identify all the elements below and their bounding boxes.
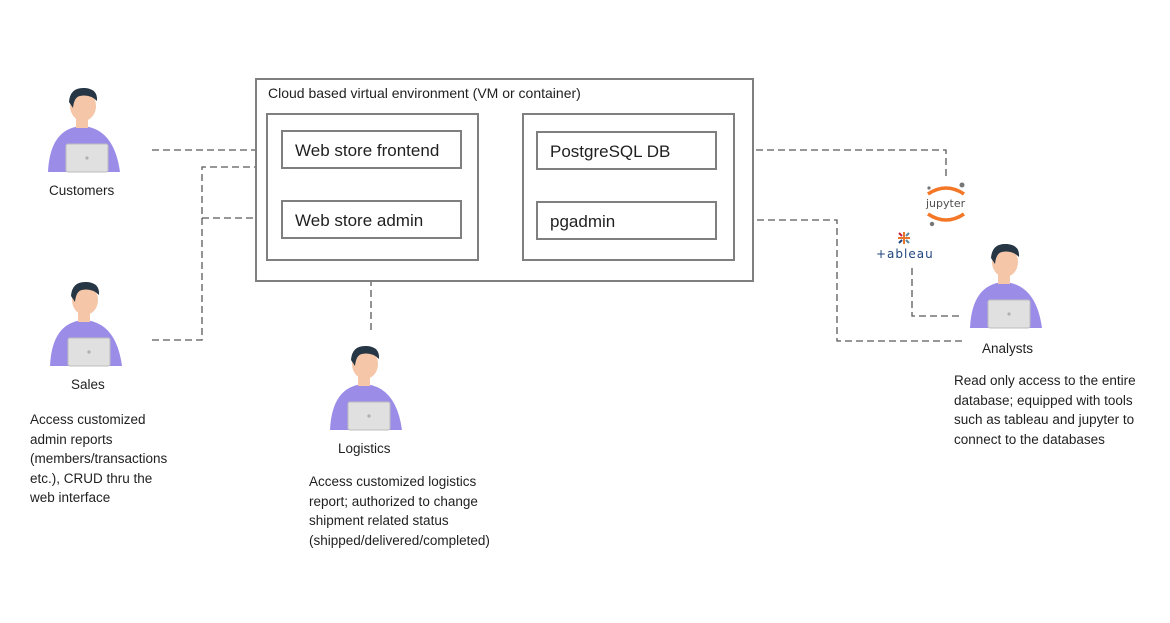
tableau-to-analysts-connector <box>911 268 962 317</box>
analysts-description: Read only access to the entire database;… <box>954 373 1136 447</box>
postgresql-db-box: PostgreSQL DB <box>536 131 717 170</box>
postgresql-db-label: PostgreSQL DB <box>550 142 671 161</box>
pgadmin-label: pgadmin <box>550 212 616 231</box>
pgadmin-box: pgadmin <box>536 201 717 240</box>
web-store-admin-box: Web store admin <box>281 200 462 239</box>
jupyter-wordmark: jupyter <box>926 197 966 210</box>
web-store-admin-label: Web store admin <box>295 211 424 230</box>
sales-to-frontend-connector <box>152 163 278 341</box>
cloud-environment-title: Cloud based virtual environment (VM or c… <box>268 85 581 101</box>
tableau-logo: +ableau <box>872 230 936 264</box>
sales-person-icon <box>50 281 122 367</box>
logistics-person-icon <box>330 345 402 431</box>
sales-label: Sales <box>71 377 105 392</box>
analysts-label: Analysts <box>982 341 1034 356</box>
logistics-label: Logistics <box>338 441 391 456</box>
jupyter-logo: jupyter <box>920 180 972 228</box>
tableau-wordmark: +ableau <box>876 247 934 261</box>
analysts-person-icon <box>970 243 1042 329</box>
web-store-frontend-box: Web store frontend <box>281 130 462 169</box>
jupyter-icon <box>927 182 965 227</box>
web-store-frontend-label: Web store frontend <box>295 141 440 160</box>
sales-description: Access customized admin reports (members… <box>30 412 168 505</box>
customers-label: Customers <box>49 183 115 198</box>
jupyter-to-postgres-connector <box>719 146 947 176</box>
customers-person-icon <box>48 87 120 173</box>
logistics-description: Access customized logistics report; auth… <box>309 474 490 548</box>
tableau-cross-icon <box>898 232 910 244</box>
